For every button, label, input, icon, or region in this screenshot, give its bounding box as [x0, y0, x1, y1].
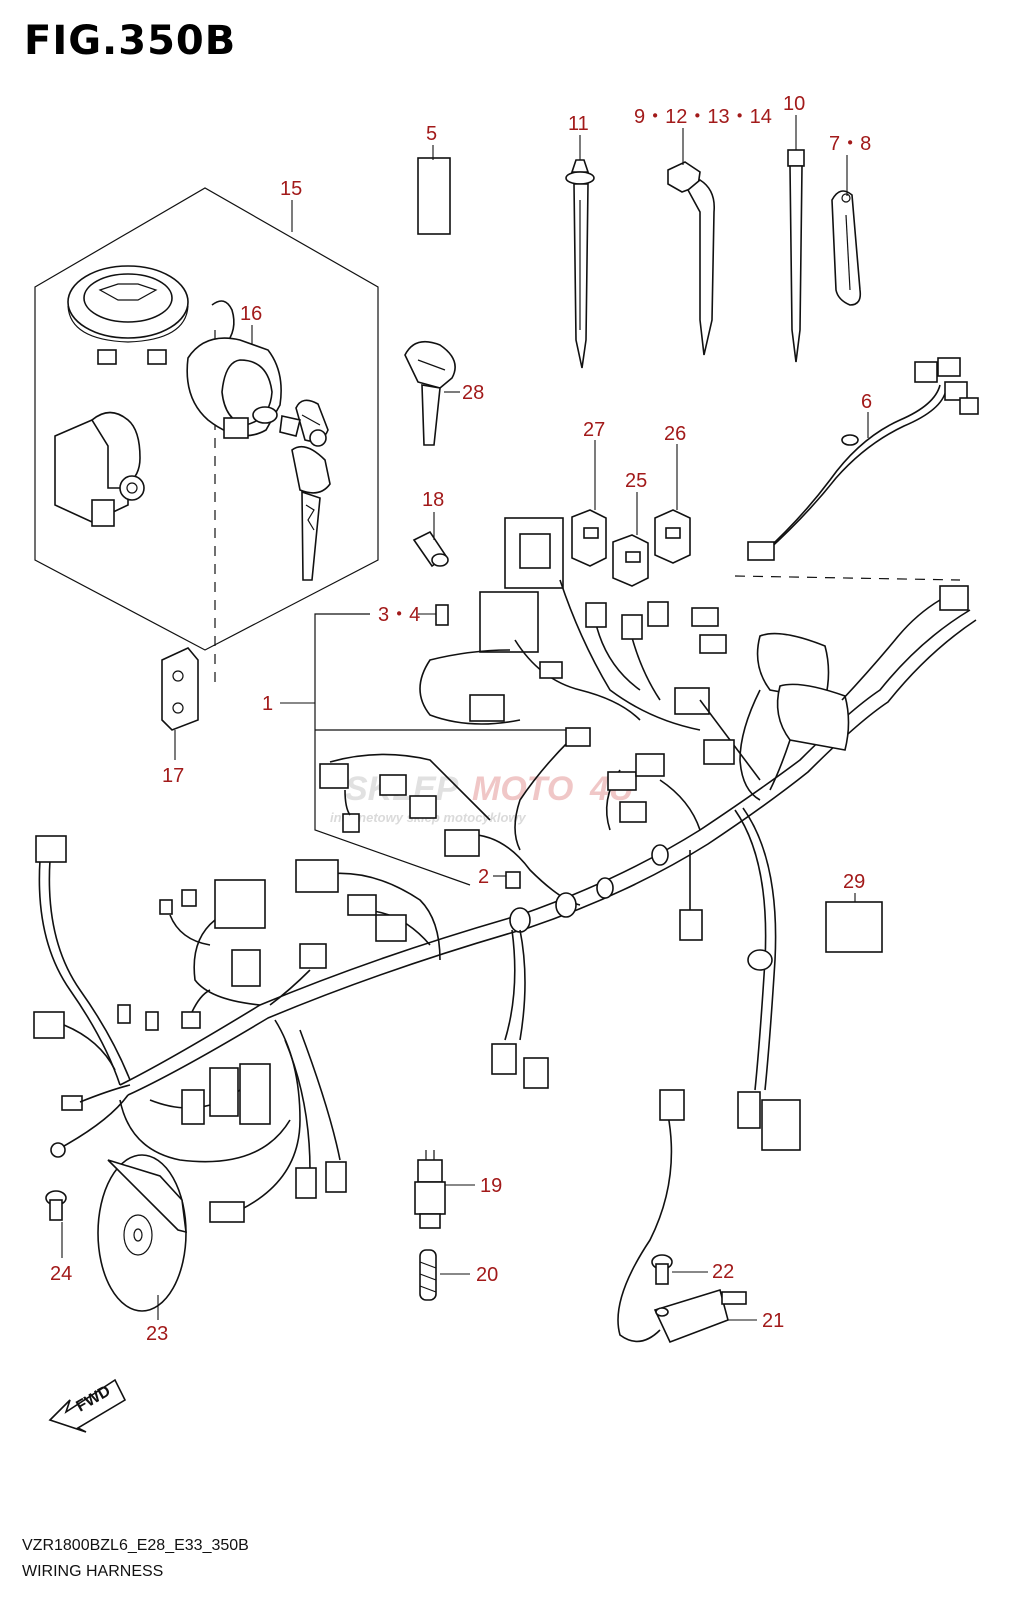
callout-23: 23 [146, 1323, 168, 1345]
cable-tie-10 [787, 149, 805, 363]
callout-1: 1 [262, 693, 273, 715]
ignition-switch-set-box [34, 187, 379, 690]
seat-lock [54, 411, 145, 527]
ignition-cover-ring [67, 265, 189, 365]
callout-21: 21 [762, 1310, 784, 1332]
callout-15: 15 [280, 178, 302, 200]
watermark: SKLEP MOTO 4U internetowy sklep motocykl… [330, 770, 635, 825]
key-28 [404, 340, 456, 446]
main-wiring-harness [33, 517, 977, 1223]
callout-11: 11 [568, 113, 589, 135]
callout-25: 25 [625, 470, 647, 492]
callout-29: 29 [843, 871, 865, 893]
fwd-arrow: FWD [48, 1378, 127, 1433]
ignition-switch [186, 300, 282, 439]
callout-5: 5 [426, 123, 437, 145]
fuse-2 [505, 871, 521, 889]
callout-10: 10 [783, 93, 805, 115]
callout-7-8: 7・8 [829, 133, 871, 155]
callout-18: 18 [422, 489, 444, 511]
relay-26 [654, 509, 691, 564]
spring-20 [419, 1249, 437, 1301]
callout-9-14: 9・12・13・14 [634, 106, 772, 128]
fuse-3-4 [435, 604, 449, 626]
bolt-22 [651, 1254, 673, 1285]
callout-19: 19 [480, 1175, 502, 1197]
callout-24: 24 [50, 1263, 72, 1285]
relay-27 [571, 509, 607, 567]
callout-28: 28 [462, 382, 484, 404]
bracket-17 [161, 647, 199, 731]
ignition-keys [279, 399, 331, 581]
sub-harness-6 [747, 357, 979, 561]
callout-numbers: 5 11 9・12・13・14 10 7・8 15 16 28 18 27 25… [50, 93, 872, 1345]
callout-27: 27 [583, 419, 605, 441]
callout-17: 17 [162, 765, 184, 787]
callout-22: 22 [712, 1261, 734, 1283]
watermark-brand-b: MOTO [472, 770, 573, 808]
cable-tie-9-14 [667, 161, 716, 356]
callout-3-4: 3・4 [378, 604, 420, 626]
clamp-11 [565, 159, 595, 369]
switch-19 [414, 1150, 446, 1229]
horn-23 [97, 1154, 187, 1312]
callout-16: 16 [240, 303, 262, 325]
model-code: VZR1800BZL6_E28_E33_350B [22, 1537, 249, 1554]
figure-caption: WIRING HARNESS [22, 1563, 164, 1580]
leader-lines [61, 115, 869, 1321]
sensor-21 [617, 1089, 747, 1344]
callout-2: 2 [478, 866, 489, 888]
callout-26: 26 [664, 423, 686, 445]
band-7-8 [831, 190, 862, 306]
screw-18 [412, 530, 449, 568]
callout-6: 6 [861, 391, 872, 413]
main-harness-bracket [314, 613, 570, 886]
relay-25 [612, 534, 649, 587]
label-sticker-5 [417, 157, 451, 235]
callout-20: 20 [476, 1264, 498, 1286]
dashed-leader-6 [734, 575, 961, 581]
figure-title: FIG.350B [24, 18, 237, 64]
label-29 [825, 901, 883, 953]
bolt-24 [45, 1190, 67, 1221]
